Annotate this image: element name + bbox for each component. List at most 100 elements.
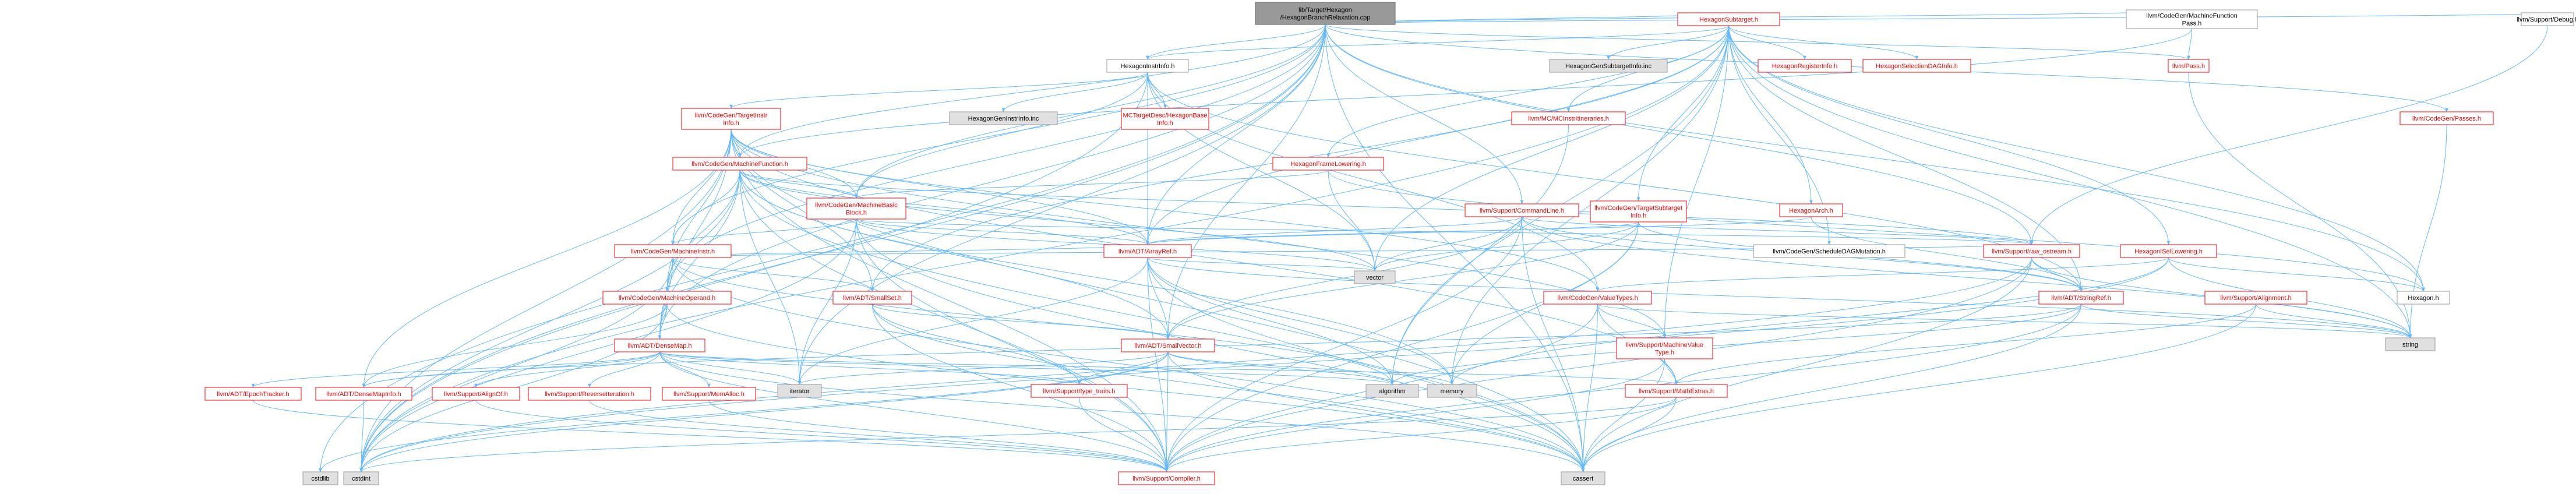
node-hsdag[interactable]: HexagonSelectionDAGInfo.h [1862,59,1971,73]
node-hfl[interactable]: HexagonFrameLowering.h [1272,157,1384,171]
node-mo[interactable]: llvm/CodeGen/MachineOperand.h [602,291,732,305]
node-label: HexagonInstrInfo.h [1121,63,1175,70]
edge-tii-to-ss [731,129,874,292]
edge-hst-to-vec [1373,25,1729,271]
edge-root-to-cassert [1325,24,1585,472]
node-pass[interactable]: llvm/Pass.h [2168,59,2210,73]
node-label: cassert [1573,475,1593,482]
edge-mbb-to-comp [856,218,1169,472]
node-mf[interactable]: llvm/CodeGen/MachineFunction.h [672,157,807,171]
edge-dm-to-et [251,351,660,388]
edge-mi-to-ros [672,244,2032,258]
edge-hii-to-tii [729,72,1148,109]
node-mex[interactable]: llvm/Support/MathExtras.h [1625,384,1728,398]
edge-dm-to-alg [659,351,1394,385]
node-root[interactable]: lib/Target/Hexagon/HexagonBranchRelaxati… [1255,2,1396,25]
node-ma[interactable]: llvm/Support/MemAlloc.h [662,387,756,401]
node-label: llvm/ADT/StringRef.h [2051,295,2111,302]
node-ros[interactable]: llvm/Support/raw_ostream.h [1983,244,2080,258]
node-box [1625,384,1728,398]
edge-root-to-hii [1146,24,1326,60]
edge-hst-to-hii [1146,25,1729,60]
node-box [1121,108,1209,130]
node-label: Info.h [1157,120,1173,127]
node-sv[interactable]: llvm/ADT/SmallVector.h [1121,338,1215,352]
node-box [2204,291,2307,305]
node-mem: memory [1427,384,1477,398]
edge-hst-to-mvt [1663,25,1729,338]
edge-tsi-to-sv [1166,221,1639,340]
node-box [1753,244,1905,258]
node-ar[interactable]: llvm/ADT/ArrayRef.h [1103,244,1192,258]
edge-root-to-it [797,24,1326,385]
node-box [2521,12,2574,26]
node-label: llvm/CodeGen/MachineBasic [815,202,898,209]
node-cl[interactable]: llvm/Support/CommandLine.h [1465,203,1579,217]
edge-ros-to-cstdint [359,257,2032,472]
edge-hst-to-hexh [1728,25,2425,292]
node-hii[interactable]: HexagonInstrInfo.h [1106,59,1189,73]
edge-ar-to-cassert [1147,257,1585,472]
node-tt[interactable]: llvm/Support/type_traits.h [1031,384,1128,398]
node-label: llvm/CodeGen/ValueTypes.h [1557,295,1638,302]
node-dmi[interactable]: llvm/ADT/DenseMapInfo.h [315,387,412,401]
node-label: Info.h [1631,213,1647,220]
node-label: llvm/Support/MathExtras.h [1639,388,1714,395]
node-cstdint: cstdint [343,471,379,485]
edge-mi-to-ss [672,257,874,292]
node-label: Block.h [846,210,867,217]
node-ao[interactable]: llvm/Support/AlignOf.h [432,387,520,401]
node-box [1103,244,1192,258]
node-box [1677,12,1780,26]
edge-mf-to-ros [739,170,2034,245]
node-hri[interactable]: HexagonRegisterInfo.h [1758,59,1852,73]
edge-sr-to-cassert [1581,304,2081,472]
edge-cgp-to-str [2408,124,2447,338]
node-cgp[interactable]: llvm/CodeGen/Passes.h [2399,111,2494,125]
node-align[interactable]: llvm/Support/Alignment.h [2204,291,2307,305]
edge-hii-to-cstdint [359,72,1148,472]
node-hst[interactable]: HexagonSubtarget.h [1677,12,1780,26]
node-sdm[interactable]: llvm/CodeGen/ScheduleDAGMutation.h [1753,244,1905,258]
node-label: llvm/CodeGen/TargetInstr [695,112,768,119]
node-harch[interactable]: HexagonArch.h [1779,203,1843,217]
edge-hisl-to-vt [1596,257,2169,292]
edge-align-to-cassert [1581,304,2256,472]
edge-tii-to-ar [731,129,1149,245]
node-box [343,471,379,485]
node-sr[interactable]: llvm/ADT/StringRef.h [2038,291,2124,305]
node-ri[interactable]: llvm/Support/ReverseIteration.h [528,387,651,401]
node-mi[interactable]: llvm/CodeGen/MachineInstr.h [614,244,732,258]
node-comp[interactable]: llvm/Support/Compiler.h [1118,471,1215,485]
node-hisl[interactable]: HexagonISelLowering.h [2120,244,2217,258]
node-hexh[interactable]: Hexagon.h [2397,291,2450,305]
edge-root-to-dbg [1325,12,2549,25]
edge-mi-to-alg [672,257,1394,385]
node-label: llvm/CodeGen/MachineInstr.h [631,248,715,255]
node-box [949,111,1058,125]
node-box [1549,59,1668,73]
node-dbg[interactable]: llvm/Support/Debug.h [2517,12,2576,26]
node-ss[interactable]: llvm/ADT/SmallSet.h [832,291,912,305]
edge-root-to-mbb [855,24,1326,199]
edge-mf-to-mi [671,170,740,245]
edge-dm-to-ma [659,351,711,388]
node-vt[interactable]: llvm/CodeGen/ValueTypes.h [1543,291,1652,305]
node-mcit[interactable]: llvm/MC/MCInstrItineraries.h [1511,111,1626,125]
node-dm[interactable]: llvm/ADT/DenseMap.h [614,338,705,352]
edge-mvt-to-cassert [1581,358,1665,472]
node-label: llvm/MC/MCInstrItineraries.h [1528,115,1609,122]
node-box [1465,203,1579,217]
edge-hisl-to-cstdint [359,257,2169,472]
node-label: HexagonArch.h [1789,207,1833,214]
node-label: llvm/ADT/SmallVector.h [1135,343,1202,350]
edge-cl-to-sv [1166,216,1522,340]
node-et[interactable]: llvm/ADT/EpochTracker.h [204,387,302,401]
